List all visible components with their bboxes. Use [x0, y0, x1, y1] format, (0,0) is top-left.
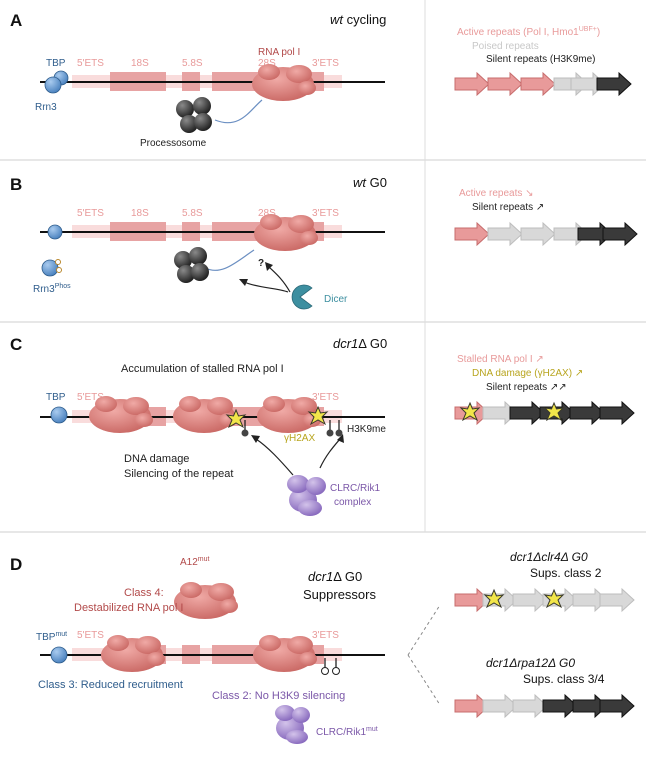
question-mark: ? — [258, 258, 264, 269]
phospho-mark — [55, 259, 61, 265]
legend-silent: Silent repeats ↗↗ — [486, 382, 567, 393]
panel-a: A wt cycling 5'ETS 18S 5.8S 28S 3'ETS TB… — [10, 11, 632, 149]
legend-poised: Poised repeats — [472, 41, 539, 52]
label-28s: 28S — [258, 58, 276, 69]
label-accumulation: Accumulation of stalled RNA pol I — [121, 363, 284, 375]
repeat-array-a — [454, 72, 632, 96]
label-5ets: 5'ETS — [77, 208, 104, 219]
panel-letter: B — [10, 175, 22, 194]
clrc-rik1-complex — [287, 475, 326, 516]
panel-letter: C — [10, 335, 22, 354]
clrc-arrow — [255, 438, 294, 476]
panel-title: wt G0 — [353, 175, 387, 190]
label-silencing: Silencing of the repeat — [124, 468, 233, 480]
legend-damage: DNA damage (γH2AX) ↗ — [472, 368, 583, 379]
label-5ets: 5'ETS — [77, 392, 104, 403]
label-rna-pol-i: RNA pol I — [258, 47, 300, 58]
arrowhead — [251, 435, 260, 443]
label-5-8s: 5.8S — [182, 58, 203, 69]
a12-mut-pol-i — [174, 582, 238, 619]
arrowhead — [265, 262, 273, 271]
panel-title: dcr1Δ G0 — [333, 336, 387, 351]
legend-active: Active repeats ↘ — [459, 188, 534, 199]
label-3ets: 3'ETS — [312, 208, 339, 219]
rna-transcript — [204, 249, 255, 271]
label-sups-class34: Sups. class 3/4 — [523, 672, 605, 686]
phospho-mark — [56, 267, 62, 273]
label-sups-class2: Sups. class 2 — [530, 566, 602, 580]
repeat-array-c — [454, 401, 635, 425]
rna-transcript — [214, 99, 263, 124]
label-dna-damage: DNA damage — [124, 453, 189, 465]
label-suppressors: Suppressors — [303, 587, 376, 602]
processosome — [176, 97, 212, 133]
label-gh2ax: γH2AX — [284, 433, 315, 444]
label-clrc-mut: CLRC/Rik1mut — [316, 726, 378, 738]
label-dcr1-rpa12: dcr1Δrpa12Δ G0 — [486, 656, 575, 670]
rna-pol-i — [254, 214, 318, 251]
dicer-icon — [291, 284, 313, 310]
panel-letter: D — [10, 555, 22, 574]
rna-pol-i — [89, 396, 153, 433]
legend-stalled: Stalled RNA pol I ↗ — [457, 354, 544, 365]
rrn3-protein — [44, 76, 62, 94]
label-rrn3-phos: Rrn3Phos — [33, 283, 71, 295]
label-tbp: TBP — [46, 58, 66, 69]
rna-pol-i — [101, 635, 165, 672]
tbp-mut-protein — [50, 646, 68, 664]
repeat-array-d2 — [454, 694, 635, 718]
label-3ets: 3'ETS — [312, 630, 339, 641]
rna-pol-i — [173, 396, 237, 433]
label-18s: 18S — [131, 208, 149, 219]
label-class4: Class 4: — [124, 587, 164, 599]
label-tbp-mut: TBPmut — [36, 631, 67, 643]
panel-d: D A12mut Class 4: Destabilized RNA pol I… — [10, 550, 635, 744]
legend-active: Active repeats (Pol I, Hmo1UBF+) — [457, 26, 600, 38]
label-dcr1-clr4: dcr1Δclr4Δ G0 — [510, 550, 588, 564]
clrc-rik1-mut — [275, 705, 310, 744]
connector-dashed — [407, 604, 441, 656]
label-clrc: CLRC/Rik1 — [330, 483, 380, 494]
panel-title: dcr1Δ G0 — [308, 569, 362, 584]
label-5ets: 5'ETS — [77, 630, 104, 641]
label-processosome: Processosome — [140, 138, 207, 149]
label-3ets: 3'ETS — [312, 58, 339, 69]
panel-title: wt cycling — [330, 12, 386, 27]
legend-silent: Silent repeats (H3K9me) — [486, 54, 596, 65]
label-28s: 28S — [258, 208, 276, 219]
arrowhead — [337, 434, 344, 443]
tbp-protein — [50, 406, 68, 424]
label-complex: complex — [334, 497, 371, 508]
label-a12: A12mut — [180, 556, 210, 568]
panel-c: C dcr1Δ G0 Accumulation of stalled RNA p… — [10, 335, 635, 516]
label-dicer: Dicer — [324, 294, 348, 305]
panel-b: B wt G0 5'ETS 18S 5.8S 28S 3'ETS Rrn3Pho… — [10, 175, 638, 310]
connector-dashed — [407, 654, 441, 706]
processosome — [174, 247, 209, 283]
label-h3k9me: H3K9me — [347, 424, 386, 435]
clrc-arrow — [319, 438, 341, 469]
arrowhead — [239, 279, 248, 286]
rna-pol-i — [253, 635, 317, 672]
rna-pol-i — [252, 64, 316, 101]
label-18s: 18S — [131, 58, 149, 69]
label-class3: Class 3: Reduced recruitment — [38, 679, 183, 691]
panel-letter: A — [10, 11, 22, 30]
label-tbp: TBP — [46, 392, 66, 403]
tbp-protein — [47, 224, 63, 240]
label-class2: Class 2: No H3K9 silencing — [212, 690, 345, 702]
legend-silent: Silent repeats ↗ — [472, 202, 544, 213]
label-5-8s: 5.8S — [182, 208, 203, 219]
dicer-arrow — [243, 281, 289, 293]
label-rrn3: Rrn3 — [35, 102, 57, 113]
label-class4-desc: Destabilized RNA pol I — [74, 602, 183, 614]
label-5ets: 5'ETS — [77, 58, 104, 69]
repeat-array-b — [454, 222, 638, 246]
repeat-array-d1 — [454, 588, 635, 612]
label-3ets: 3'ETS — [312, 392, 339, 403]
